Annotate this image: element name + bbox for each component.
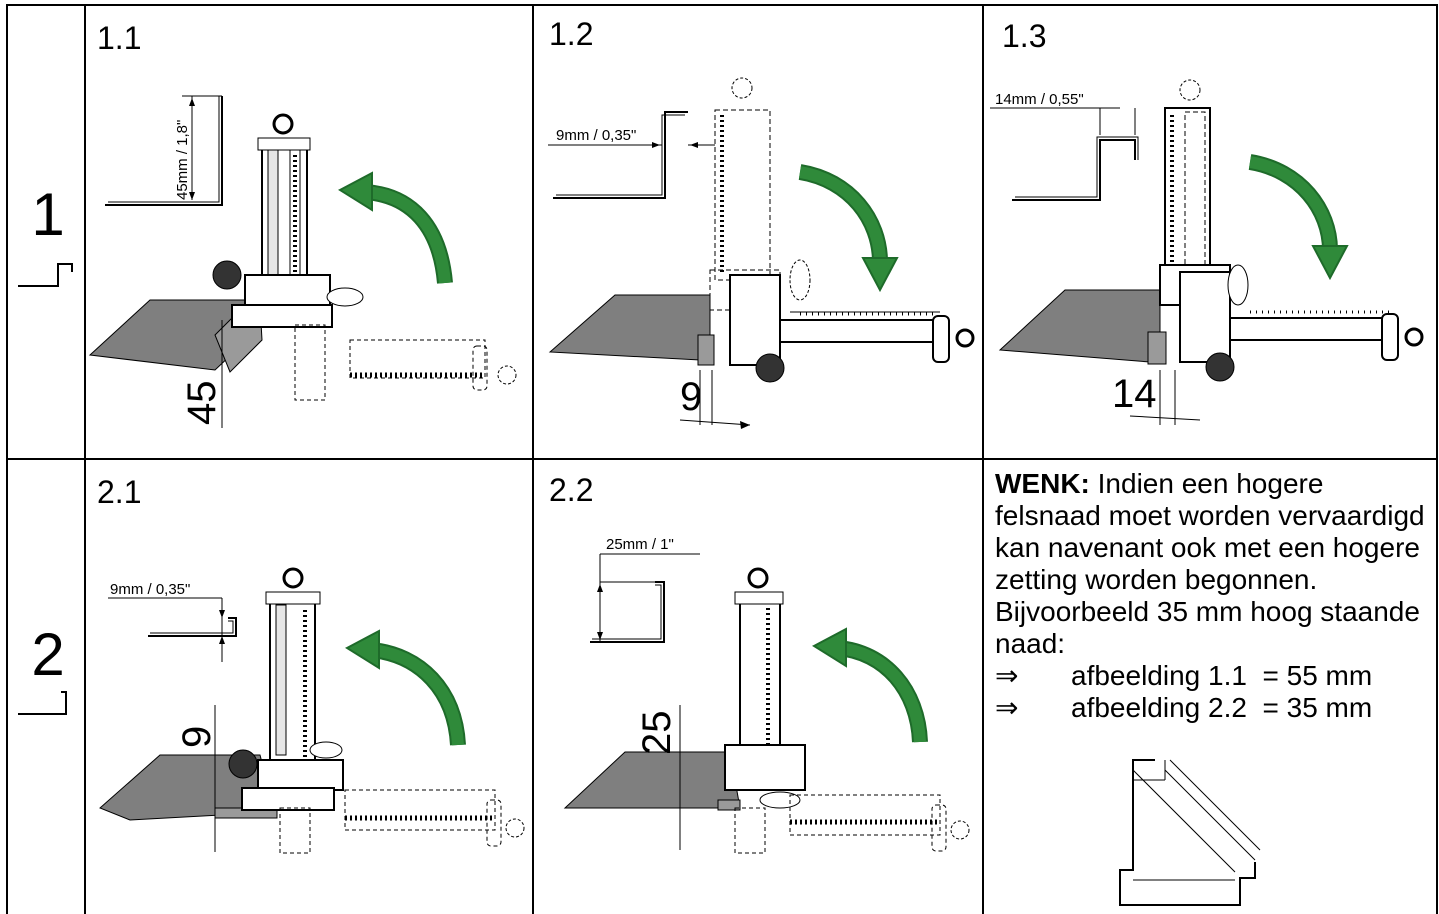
step-label-2-2: 2.2	[549, 472, 594, 508]
tip-heading: WENK:	[995, 468, 1090, 499]
step-label-1-3: 1.3	[1002, 18, 1047, 54]
row-number-2: 2	[31, 621, 65, 688]
list-item-text: afbeelding 2.2 = 35 mm	[1071, 692, 1373, 723]
list-item: ⇒ afbeelding 2.2 = 35 mm	[995, 692, 1435, 724]
tip-panel: WENK: Indien een hogere felsnaad moet wo…	[995, 468, 1435, 724]
step-label-2-1: 2.1	[97, 474, 142, 510]
instruction-table	[6, 4, 1438, 914]
standing-seam-profile-icon	[18, 263, 73, 287]
tip-example: Bijvoorbeeld 35 mm hoog staande naad:	[995, 596, 1420, 659]
step-label-1-1: 1.1	[97, 20, 142, 56]
step-label-1-2: 1.2	[549, 16, 594, 52]
row-number-1: 1	[31, 181, 65, 248]
tip-text: Indien een hogere felsnaad moet worden v…	[995, 468, 1425, 595]
implies-icon: ⇒	[995, 692, 1019, 723]
list-item-text: afbeelding 1.1 = 55 mm	[1071, 660, 1373, 691]
row-divider	[6, 458, 1438, 460]
table-border-top	[6, 4, 1438, 6]
list-item: ⇒ afbeelding 1.1 = 55 mm	[995, 660, 1435, 692]
tip-paragraph: WENK: Indien een hogere felsnaad moet wo…	[995, 468, 1435, 596]
flat-seam-profile-icon	[18, 691, 67, 715]
implies-icon: ⇒	[995, 660, 1019, 691]
